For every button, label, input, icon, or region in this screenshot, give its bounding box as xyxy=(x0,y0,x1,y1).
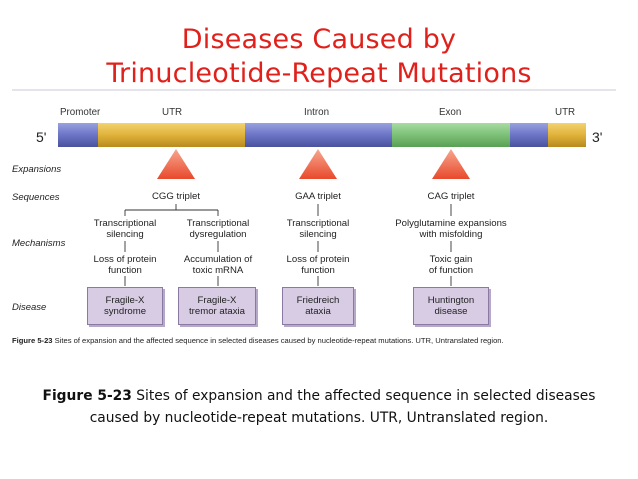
disease-line-2: syndrome xyxy=(103,306,147,317)
page-title-line-1: Diseases Caused by xyxy=(181,24,457,55)
mechanism-line-2: with misfolding xyxy=(419,229,483,240)
mechanism-line-2: dysregulation xyxy=(189,229,247,240)
region-label-utr-left: UTR xyxy=(162,107,183,118)
consequence-line-2: of function xyxy=(428,265,474,276)
mechanism-line-1: Transcriptional xyxy=(186,218,250,229)
figure-caption: Figure 5-23 Sites of expansion and the a… xyxy=(20,385,618,429)
mechanism-fragile-x: Transcriptional silencing xyxy=(80,218,170,240)
region-label-exon: Exon xyxy=(439,107,462,118)
gene-diagram-graphics xyxy=(12,89,616,286)
three-prime-label: 3' xyxy=(592,129,603,145)
mechanism-line-1: Transcriptional xyxy=(93,218,157,229)
disease-box-fragile-x-tremor-ataxia: Fragile-X tremor ataxia xyxy=(178,287,256,325)
sequence-label-cag: CAG triplet xyxy=(427,191,475,202)
disease-line-2: ataxia xyxy=(305,306,331,317)
consequence-line-1: Accumulation of xyxy=(183,254,253,265)
mechanism-line-1: Polyglutamine expansions xyxy=(395,218,507,229)
sequence-label-cgg: CGG triplet xyxy=(152,191,200,202)
gene-diagram: 5' 3' Promoter UTR Intron Exon UTR Expan… xyxy=(0,86,638,356)
page-title-line-2: Trinucleotide-Repeat Mutations xyxy=(106,58,532,89)
consequence-line-1: Loss of protein xyxy=(286,254,350,265)
row-label-mechanisms: Mechanisms xyxy=(12,238,66,249)
region-label-promoter: Promoter xyxy=(60,107,101,118)
region-label-intron: Intron xyxy=(304,107,330,118)
row-label-expansions: Expansions xyxy=(12,164,62,175)
expansion-triangle-cgg xyxy=(157,149,195,179)
disease-line-1: Friedreich xyxy=(296,295,340,306)
disease-line-1: Huntington xyxy=(427,295,475,306)
cgg-branch-lines xyxy=(124,204,219,286)
sequence-label-gaa: GAA triplet xyxy=(295,191,341,202)
disease-line-1: Fragile-X xyxy=(105,295,145,306)
mechanism-huntington: Polyglutamine expansions with misfolding xyxy=(391,218,511,240)
row-label-disease: Disease xyxy=(12,302,47,313)
figure-small-caption: Figure 5-23 Sites of expansion and the a… xyxy=(12,336,504,345)
consequence-fragile-x: Loss of protein function xyxy=(80,254,170,276)
disease-line-2: disease xyxy=(434,306,468,317)
mechanism-fxtas: Transcriptional dysregulation xyxy=(173,218,263,240)
disease-box-huntington-disease: Huntington disease xyxy=(413,287,489,325)
consequence-line-2: function xyxy=(301,265,335,276)
figure-caption-text: Sites of expansion and the affected sequ… xyxy=(89,388,596,426)
expansion-triangle-cag xyxy=(432,149,470,179)
utr-segment-right xyxy=(548,123,586,147)
consequence-line-2: function xyxy=(108,265,142,276)
disease-line-2: tremor ataxia xyxy=(189,306,245,317)
mechanism-line-2: silencing xyxy=(106,229,144,240)
figure-caption-label: Figure 5-23 xyxy=(42,388,132,404)
consequence-line-2: toxic mRNA xyxy=(192,265,244,276)
row-label-sequences: Sequences xyxy=(12,192,60,203)
disease-line-1: Fragile-X xyxy=(197,295,237,306)
mechanism-friedreich: Transcriptional silencing xyxy=(273,218,363,240)
consequence-fxtas: Accumulation of toxic mRNA xyxy=(173,254,263,276)
exon-segment xyxy=(392,123,510,147)
consequence-huntington: Toxic gain of function xyxy=(406,254,496,276)
utr-segment-left xyxy=(98,123,245,147)
expansion-triangle-gaa xyxy=(299,149,337,179)
figure-small-caption-label: Figure 5-23 xyxy=(12,336,53,345)
disease-box-friedreich-ataxia: Friedreich ataxia xyxy=(282,287,354,325)
promoter-segment xyxy=(58,123,98,147)
disease-box-fragile-x-syndrome: Fragile-X syndrome xyxy=(87,287,163,325)
mechanism-line-2: silencing xyxy=(299,229,337,240)
region-label-utr-right: UTR xyxy=(555,107,576,118)
intron-segment xyxy=(245,123,392,147)
consequence-line-1: Toxic gain xyxy=(429,254,473,265)
five-prime-label: 5' xyxy=(36,129,47,145)
blue-segment-right xyxy=(510,123,548,147)
consequence-friedreich: Loss of protein function xyxy=(273,254,363,276)
mechanism-line-1: Transcriptional xyxy=(286,218,350,229)
figure-small-caption-text: Sites of expansion and the affected sequ… xyxy=(52,336,504,345)
consequence-line-1: Loss of protein xyxy=(93,254,157,265)
